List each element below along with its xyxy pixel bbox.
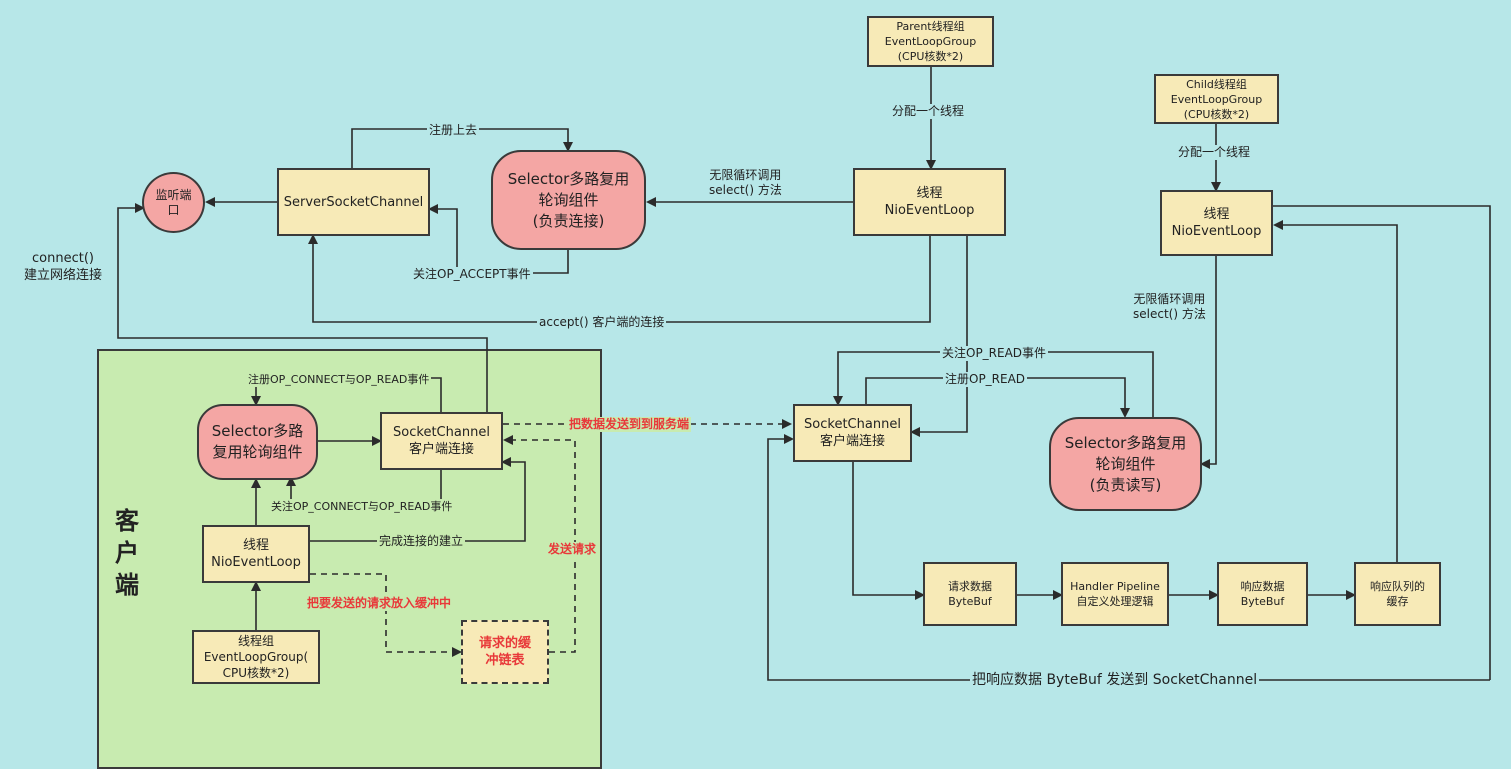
label-accept-conn: accept() 客户端的连接 [537,315,667,330]
node-listen-port: 监听端口 [142,172,205,233]
edge-conn-request [852,462,925,600]
edge-queue-back [1273,220,1398,562]
label-complete-connect: 完成连接的建立 [377,534,466,549]
node-selector-server: Selector多路复用轮询组件(负责连接) [491,150,646,250]
node-selector-client: Selector多路复用轮询组件 [197,404,318,480]
label-send-request: 发送请求 [546,542,599,557]
edge-child-select [1200,256,1217,469]
node-selector-rw: Selector多路复用轮询组件(负责读写) [1049,417,1202,511]
edge-outer-right [1273,205,1491,680]
client-title: 客 户 端 [115,507,139,599]
label-put-buffer: 把要发送的请求放入缓冲中 [305,596,454,611]
label-send-to-server: 把数据发送到到服务端 [567,417,692,432]
node-response-queue: 响应队列的缓存 [1354,562,1441,626]
node-server-socket-channel: ServerSocketChannel [277,168,430,236]
label-care-read: 关注OP_READ事件 [940,346,1049,361]
label-send-response: 把响应数据 ByteBuf 发送到 SocketChannel [970,672,1260,689]
label-register: 注册上去 [427,123,480,138]
label-connect: connect()建立网络连接 [24,251,103,283]
label-register-read: 注册OP_READ [943,372,1028,387]
client-region [97,349,602,769]
label-register-connect-read: 注册OP_CONNECT与OP_READ事件 [246,372,432,387]
label-care-connect-read: 关注OP_CONNECT与OP_READ事件 [269,499,455,514]
label-assign-thread-parent: 分配一个线程 [890,104,967,119]
edge-loop-to-conn [910,236,968,437]
label-care-accept: 关注OP_ACCEPT事件 [411,267,533,282]
node-buffer-list: 请求的缓冲链表 [461,620,549,684]
label-assign-thread-child: 分配一个线程 [1176,145,1253,160]
